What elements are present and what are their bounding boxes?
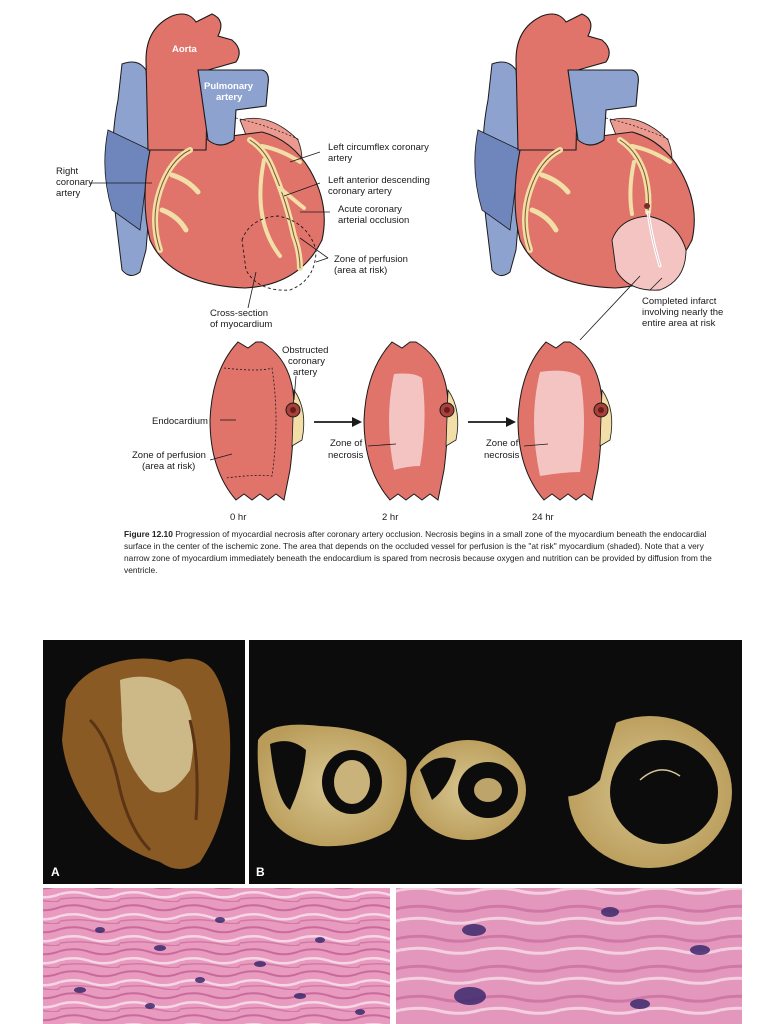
label-cross-2: of myocardium: [210, 319, 272, 330]
photo-panel-b: B: [249, 640, 742, 884]
coronary-arteries-left: [152, 137, 306, 271]
label-zone-nec-a1: Zone of: [330, 438, 363, 449]
label-zone-nec-a2: necrosis: [328, 450, 364, 461]
caption-text: Progression of myocardial necrosis after…: [124, 529, 712, 575]
label-acute-2: arterial occlusion: [338, 215, 409, 226]
label-zone-nec-b2: necrosis: [484, 450, 520, 461]
label-zone-nec-b1: Zone of: [486, 438, 519, 449]
label-completed-3: entire area at risk: [642, 318, 716, 329]
label-time-2: 2 hr: [382, 512, 398, 523]
label-zone-perf-1: Zone of perfusion: [334, 254, 408, 265]
label-right-coronary-1: Right: [56, 166, 79, 177]
label-pulmonary-1: Pulmonary: [204, 81, 254, 92]
label-lad-1: Left anterior descending: [328, 175, 430, 186]
ventricle-left: [144, 131, 325, 289]
label-left-circumflex-2: artery: [328, 153, 353, 164]
label-right-coronary-2: coronary: [56, 177, 93, 188]
histology-panel-right: [396, 888, 742, 1024]
label-zone-perf-b1: Zone of perfusion: [132, 450, 206, 461]
label-obstructed-2: coronary: [288, 356, 325, 367]
section-2hr: [363, 341, 459, 501]
infarct-zone: [611, 215, 687, 291]
panel-letter-b: B: [256, 865, 265, 879]
leader-lines: [90, 151, 663, 461]
panel-letter-a: A: [51, 865, 60, 879]
label-right-coronary-3: artery: [56, 188, 81, 199]
diagram-labels: Aorta Pulmonary artery Right coronary ar…: [56, 44, 723, 523]
label-obstructed-3: artery: [293, 367, 318, 378]
label-time-24: 24 hr: [532, 512, 554, 523]
heart-right: [474, 13, 695, 291]
pulmonary-artery-left: [197, 69, 269, 146]
label-endocardium: Endocardium: [152, 416, 208, 427]
zone-perfusion-outline: [241, 215, 317, 291]
necrosis-2hr: [389, 373, 425, 470]
label-zone-perf-b2: (area at risk): [142, 461, 195, 472]
heart-slice-2: [410, 740, 526, 840]
label-zone-perf-2: (area at risk): [334, 265, 387, 276]
label-aorta: Aorta: [172, 44, 198, 55]
label-lad-2: coronary artery: [328, 186, 392, 197]
photo-panel-a: A: [43, 640, 245, 884]
label-left-circumflex-1: Left circumflex coronary: [328, 142, 429, 153]
label-completed-1: Completed infarct: [642, 296, 717, 307]
progress-arrows: [314, 417, 516, 427]
occlusion-dot: [644, 203, 650, 209]
aorta-right: [515, 13, 610, 151]
section-0hr: [209, 341, 305, 501]
label-pulmonary-2: artery: [216, 92, 243, 103]
label-obstructed-1: Obstructed: [282, 345, 328, 356]
label-time-0: 0 hr: [230, 512, 246, 523]
coronary-arteries-right: [522, 137, 672, 268]
heart-left: [104, 13, 325, 291]
aorta-left: [145, 13, 240, 151]
label-acute-1: Acute coronary: [338, 204, 402, 215]
label-completed-2: involving nearly the: [642, 307, 723, 318]
histology-panel-left: [43, 888, 390, 1024]
pulmonary-artery-right: [567, 69, 639, 146]
heart-slice-3: [548, 712, 732, 868]
section-24hr: [517, 341, 613, 501]
necrosis-24hr: [534, 370, 584, 476]
label-cross-1: Cross-section: [210, 308, 268, 319]
heart-slice-1: [257, 724, 407, 847]
caption-figure-label: Figure 12.10: [124, 529, 173, 539]
figure-caption: Figure 12.10 Progression of myocardial n…: [124, 528, 724, 576]
